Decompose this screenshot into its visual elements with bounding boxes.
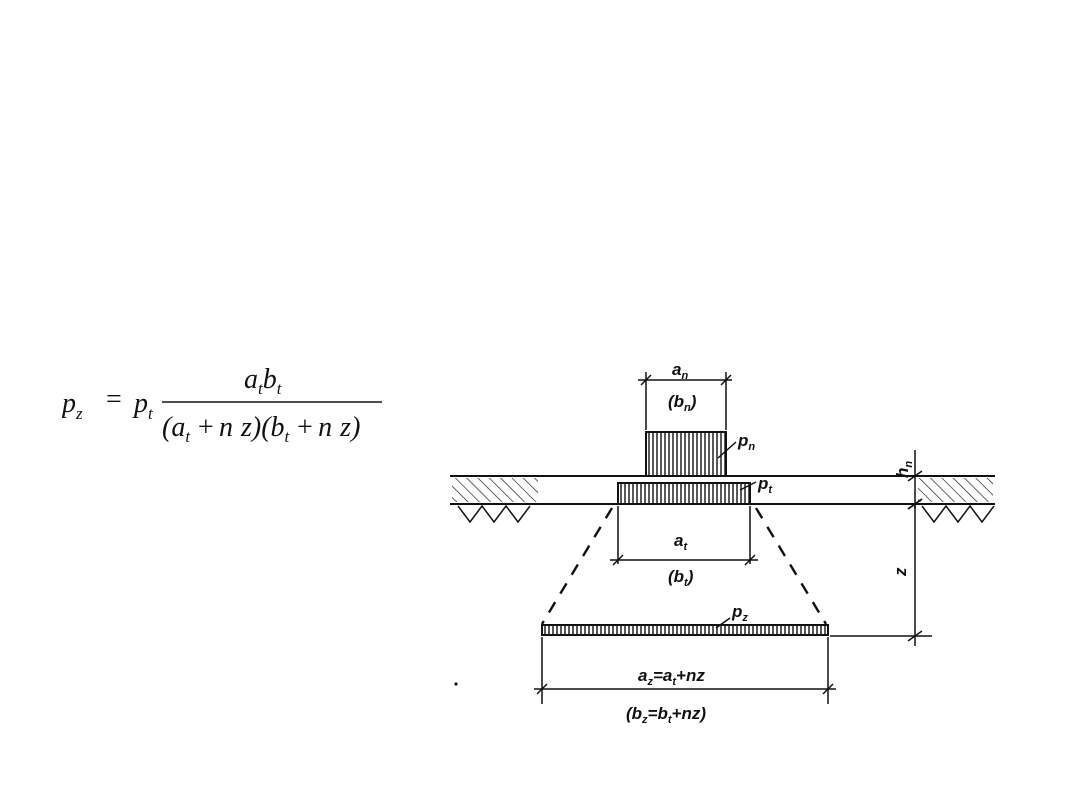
plate-pt xyxy=(617,482,751,505)
formula-numerator: atbt xyxy=(244,364,283,398)
soil-symbol-right xyxy=(921,504,995,524)
column-pn xyxy=(645,431,727,477)
formula-equals: = xyxy=(106,384,122,415)
at-dimension xyxy=(610,506,758,566)
bz-label: (bz=bt+nz) xyxy=(626,704,706,726)
load-distribution-diagram: an (bn) pn pt hn xyxy=(440,350,1010,750)
soil-hatch-right xyxy=(918,478,993,502)
pn-leader xyxy=(717,441,737,459)
an-label: an xyxy=(672,360,688,382)
pz-label: pz xyxy=(731,602,748,624)
az-dimension xyxy=(534,637,836,704)
formula-pz: pz xyxy=(62,388,83,423)
z-label: z xyxy=(891,567,910,577)
spread-line-left xyxy=(540,507,614,625)
an-dimension xyxy=(638,372,732,430)
strip-pz xyxy=(541,624,829,636)
soil-hatch-left xyxy=(452,478,538,502)
stray-dot xyxy=(454,682,458,686)
z-dimension xyxy=(830,498,932,646)
pz-leader xyxy=(715,617,731,629)
hn-label: hn xyxy=(893,461,915,478)
bn-label: (bn) xyxy=(668,392,697,414)
pt-leader xyxy=(739,481,757,491)
formula-pt: pt xyxy=(132,388,154,423)
soil-symbol-left xyxy=(457,504,531,524)
pn-label: pn xyxy=(737,431,755,453)
at-label: at xyxy=(674,531,688,553)
spread-line-right xyxy=(754,507,828,625)
pt-label: pt xyxy=(757,474,773,496)
bt-label: (bt) xyxy=(668,567,694,589)
az-label: az=at+nz xyxy=(638,666,705,688)
